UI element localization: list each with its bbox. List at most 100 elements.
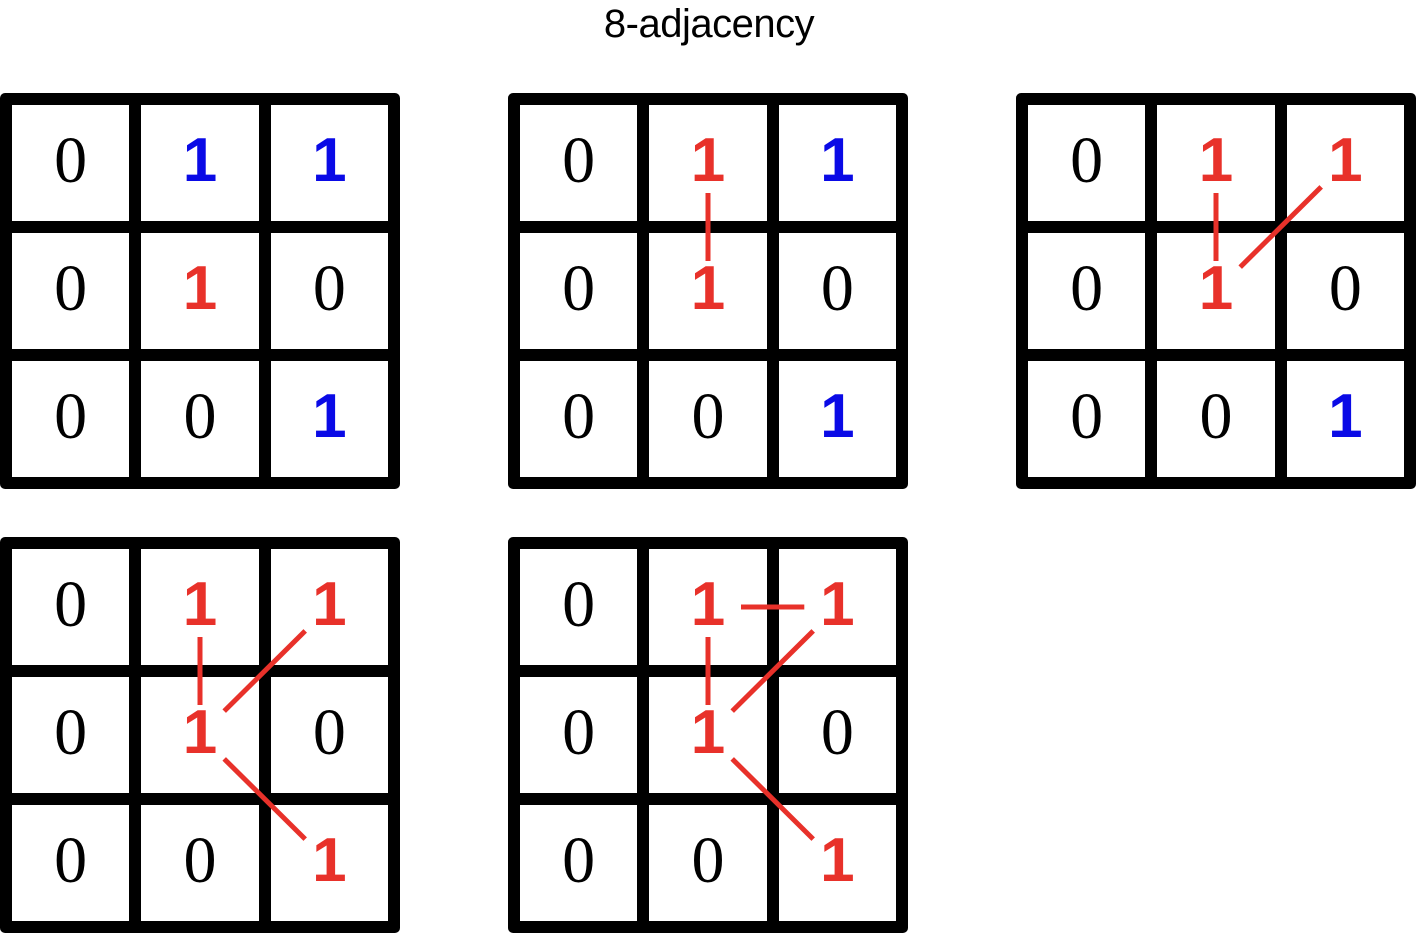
cell-r2-c2[interactable]: 1 bbox=[270, 805, 388, 921]
grid-cells: 0 1 1 0 1 0 0 0 1 bbox=[520, 549, 896, 921]
grid-step-2: 0 1 1 0 1 0 0 0 1 bbox=[508, 93, 908, 489]
cell-value: 0 bbox=[1070, 252, 1104, 325]
cell-r2-c1[interactable]: 0 bbox=[141, 805, 259, 921]
cell-value: 0 bbox=[691, 824, 725, 897]
cell-r1-c2[interactable]: 0 bbox=[778, 233, 896, 349]
cell-value: 0 bbox=[820, 696, 854, 769]
grid-step-3: 0 1 1 0 1 0 0 0 1 bbox=[1016, 93, 1416, 489]
cell-r1-c2[interactable]: 0 bbox=[1286, 233, 1404, 349]
cell-r0-c2[interactable]: 1 bbox=[270, 105, 388, 221]
cell-value: 0 bbox=[312, 252, 346, 325]
cell-value: 0 bbox=[562, 252, 596, 325]
cell-value: 1 bbox=[1198, 126, 1234, 195]
cell-value: 0 bbox=[183, 380, 217, 453]
cell-r0-c2[interactable]: 1 bbox=[270, 549, 388, 665]
cell-r2-c0[interactable]: 0 bbox=[520, 805, 638, 921]
cell-r2-c2[interactable]: 1 bbox=[270, 361, 388, 477]
cell-value: 1 bbox=[820, 126, 855, 195]
cell-value: 0 bbox=[54, 696, 88, 769]
cell-value: 1 bbox=[820, 382, 855, 451]
grid-cells: 0 1 1 0 1 0 0 0 1 bbox=[520, 105, 896, 477]
cell-r1-c1[interactable]: 1 bbox=[141, 677, 259, 793]
cell-value: 0 bbox=[1328, 252, 1362, 325]
cell-value: 1 bbox=[182, 126, 218, 195]
cell-value: 1 bbox=[182, 698, 218, 767]
cell-r1-c1[interactable]: 1 bbox=[141, 233, 259, 349]
cell-value: 1 bbox=[690, 254, 726, 323]
cell-r0-c1[interactable]: 1 bbox=[141, 549, 259, 665]
cell-value: 0 bbox=[54, 252, 88, 325]
cell-value: 1 bbox=[820, 826, 855, 895]
cell-value: 0 bbox=[1070, 380, 1104, 453]
cell-r1-c2[interactable]: 0 bbox=[778, 677, 896, 793]
cell-r0-c0[interactable]: 0 bbox=[12, 105, 130, 221]
cell-r2-c1[interactable]: 0 bbox=[649, 361, 767, 477]
cell-r0-c1[interactable]: 1 bbox=[649, 549, 767, 665]
cell-r1-c1[interactable]: 1 bbox=[649, 233, 767, 349]
cell-r0-c2[interactable]: 1 bbox=[778, 105, 896, 221]
cell-value: 0 bbox=[562, 124, 596, 197]
cell-value: 0 bbox=[54, 568, 88, 641]
cell-value: 0 bbox=[1070, 124, 1104, 197]
cell-r0-c0[interactable]: 0 bbox=[1028, 105, 1146, 221]
cell-value: 1 bbox=[1328, 382, 1363, 451]
cell-value: 1 bbox=[312, 382, 347, 451]
cell-value: 0 bbox=[54, 380, 88, 453]
cell-value: 0 bbox=[1199, 380, 1233, 453]
cell-value: 1 bbox=[182, 570, 218, 639]
cell-r1-c0[interactable]: 0 bbox=[520, 233, 638, 349]
cell-r2-c0[interactable]: 0 bbox=[12, 361, 130, 477]
cell-r0-c0[interactable]: 0 bbox=[520, 105, 638, 221]
cell-r0-c2[interactable]: 1 bbox=[1286, 105, 1404, 221]
cell-value: 1 bbox=[820, 570, 855, 639]
cell-r2-c2[interactable]: 1 bbox=[1286, 361, 1404, 477]
cell-value: 1 bbox=[1328, 126, 1363, 195]
cell-value: 0 bbox=[562, 824, 596, 897]
cell-r1-c0[interactable]: 0 bbox=[12, 677, 130, 793]
cell-value: 1 bbox=[312, 826, 347, 895]
cell-r1-c1[interactable]: 1 bbox=[649, 677, 767, 793]
cell-r2-c2[interactable]: 1 bbox=[778, 805, 896, 921]
cell-value: 0 bbox=[183, 824, 217, 897]
cell-value: 1 bbox=[182, 254, 218, 323]
cell-value: 0 bbox=[562, 696, 596, 769]
cell-r1-c1[interactable]: 1 bbox=[1157, 233, 1275, 349]
cell-r0-c0[interactable]: 0 bbox=[12, 549, 130, 665]
cell-r2-c1[interactable]: 0 bbox=[1157, 361, 1275, 477]
cell-value: 1 bbox=[690, 698, 726, 767]
grid-cells: 0 1 1 0 1 0 0 0 1 bbox=[1028, 105, 1404, 477]
cell-value: 1 bbox=[1198, 254, 1234, 323]
cell-r0-c0[interactable]: 0 bbox=[520, 549, 638, 665]
cell-r1-c0[interactable]: 0 bbox=[1028, 233, 1146, 349]
cell-r2-c2[interactable]: 1 bbox=[778, 361, 896, 477]
cell-r2-c0[interactable]: 0 bbox=[520, 361, 638, 477]
cell-r1-c2[interactable]: 0 bbox=[270, 233, 388, 349]
cell-r1-c2[interactable]: 0 bbox=[270, 677, 388, 793]
cell-r0-c1[interactable]: 1 bbox=[1157, 105, 1275, 221]
cell-value: 1 bbox=[312, 126, 347, 195]
cell-value: 0 bbox=[820, 252, 854, 325]
cell-r0-c1[interactable]: 1 bbox=[141, 105, 259, 221]
cell-value: 0 bbox=[54, 824, 88, 897]
page-title: 8-adjacency bbox=[603, 2, 815, 46]
cell-r2-c1[interactable]: 0 bbox=[649, 805, 767, 921]
cell-r0-c2[interactable]: 1 bbox=[778, 549, 896, 665]
cell-r1-c0[interactable]: 0 bbox=[520, 677, 638, 793]
grid-step-5: 0 1 1 0 1 0 0 0 1 bbox=[508, 537, 908, 933]
cell-r2-c0[interactable]: 0 bbox=[12, 805, 130, 921]
cell-value: 0 bbox=[691, 380, 725, 453]
cell-r2-c1[interactable]: 0 bbox=[141, 361, 259, 477]
cell-value: 1 bbox=[312, 570, 347, 639]
cell-r1-c0[interactable]: 0 bbox=[12, 233, 130, 349]
cell-r2-c0[interactable]: 0 bbox=[1028, 361, 1146, 477]
cell-value: 0 bbox=[562, 568, 596, 641]
cell-value: 0 bbox=[562, 380, 596, 453]
cell-r0-c1[interactable]: 1 bbox=[649, 105, 767, 221]
cell-value: 1 bbox=[690, 126, 726, 195]
cell-value: 1 bbox=[690, 570, 726, 639]
